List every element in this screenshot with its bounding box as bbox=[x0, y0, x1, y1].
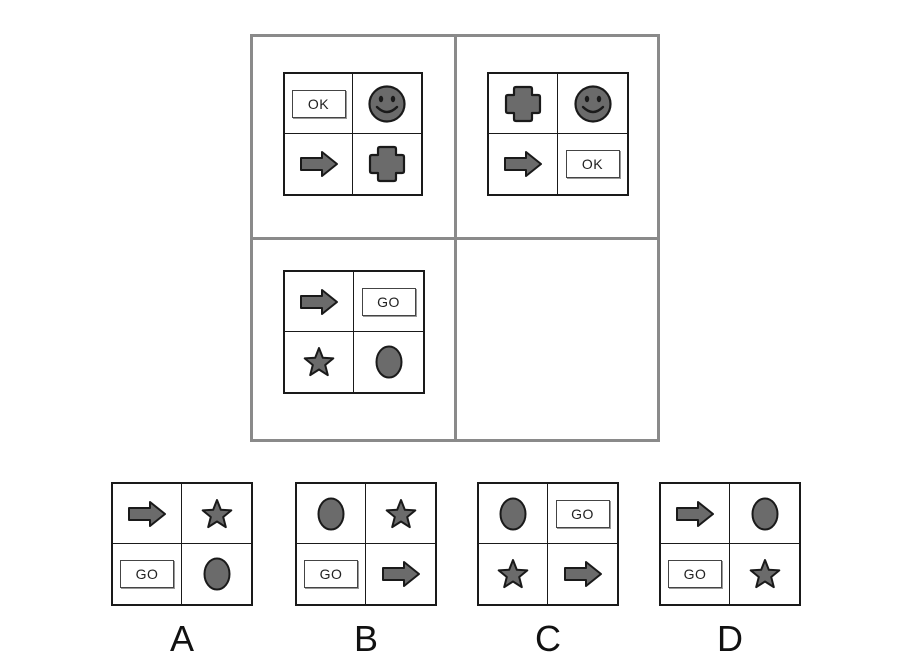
matrix-box-1: OK bbox=[283, 72, 423, 196]
oval-icon bbox=[317, 497, 345, 530]
oval-icon bbox=[499, 497, 527, 530]
go-button: GO bbox=[555, 499, 610, 528]
grid-cell: OK bbox=[558, 134, 627, 194]
matrix-empty-slot bbox=[460, 242, 656, 438]
grid-cell bbox=[479, 484, 548, 544]
grid-cell: OK bbox=[285, 74, 353, 134]
grid-cell bbox=[548, 544, 617, 604]
grid-cell bbox=[489, 74, 558, 134]
grid-cell bbox=[285, 332, 354, 392]
oval-icon bbox=[203, 557, 230, 591]
grid-cell bbox=[113, 484, 182, 544]
grid-cell: GO bbox=[297, 544, 366, 604]
arrow-icon bbox=[504, 151, 542, 177]
option-label-d: D bbox=[717, 618, 743, 659]
option-label-b: B bbox=[353, 618, 378, 659]
star-icon bbox=[303, 347, 335, 377]
grid-cell bbox=[558, 74, 627, 134]
star-icon bbox=[385, 498, 416, 528]
grid-cell bbox=[730, 544, 799, 604]
arrow-icon bbox=[676, 500, 714, 527]
matrix-box-2: OK bbox=[487, 72, 629, 196]
grid-cell bbox=[285, 134, 353, 194]
grid-cell bbox=[182, 544, 251, 604]
star-icon bbox=[201, 498, 232, 528]
smiley-icon bbox=[573, 84, 612, 123]
matrix-box-3: GO bbox=[283, 270, 425, 394]
option-box-b[interactable]: GO bbox=[295, 482, 437, 606]
ok-button: OK bbox=[565, 150, 620, 178]
grid-cell bbox=[297, 484, 366, 544]
grid-cell: GO bbox=[548, 484, 617, 544]
option-box-d[interactable]: GO bbox=[659, 482, 801, 606]
arrow-icon bbox=[299, 151, 338, 177]
go-button: GO bbox=[361, 287, 416, 316]
option-label-a: A bbox=[169, 618, 194, 659]
star-icon bbox=[497, 559, 529, 589]
grid-cell: GO bbox=[113, 544, 182, 604]
go-button: GO bbox=[304, 560, 358, 588]
oval-icon bbox=[375, 345, 402, 379]
ok-button: OK bbox=[291, 89, 346, 118]
star-icon bbox=[749, 559, 780, 589]
cross-icon bbox=[504, 85, 542, 122]
option-box-c[interactable]: GO bbox=[477, 482, 619, 606]
grid-cell bbox=[730, 484, 799, 544]
arrow-icon bbox=[563, 561, 602, 587]
oval-icon bbox=[751, 497, 778, 530]
grid-cell bbox=[353, 134, 421, 194]
arrow-icon bbox=[300, 288, 338, 315]
smiley-icon bbox=[368, 84, 406, 123]
grid-cell: GO bbox=[354, 272, 423, 332]
grid-cell bbox=[661, 484, 730, 544]
grid-cell bbox=[366, 544, 435, 604]
option-label-c: C bbox=[535, 618, 561, 659]
grid-cell bbox=[354, 332, 423, 392]
grid-cell bbox=[182, 484, 251, 544]
matrix-divider-horizontal bbox=[250, 237, 660, 240]
grid-cell bbox=[489, 134, 558, 194]
go-button: GO bbox=[120, 560, 174, 588]
arrow-icon bbox=[381, 561, 420, 587]
grid-cell bbox=[285, 272, 354, 332]
grid-cell bbox=[366, 484, 435, 544]
go-button: GO bbox=[668, 560, 722, 588]
grid-cell bbox=[479, 544, 548, 604]
arrow-icon bbox=[128, 500, 166, 527]
cross-icon bbox=[368, 145, 406, 183]
grid-cell bbox=[353, 74, 421, 134]
option-box-a[interactable]: GO bbox=[111, 482, 253, 606]
grid-cell: GO bbox=[661, 544, 730, 604]
